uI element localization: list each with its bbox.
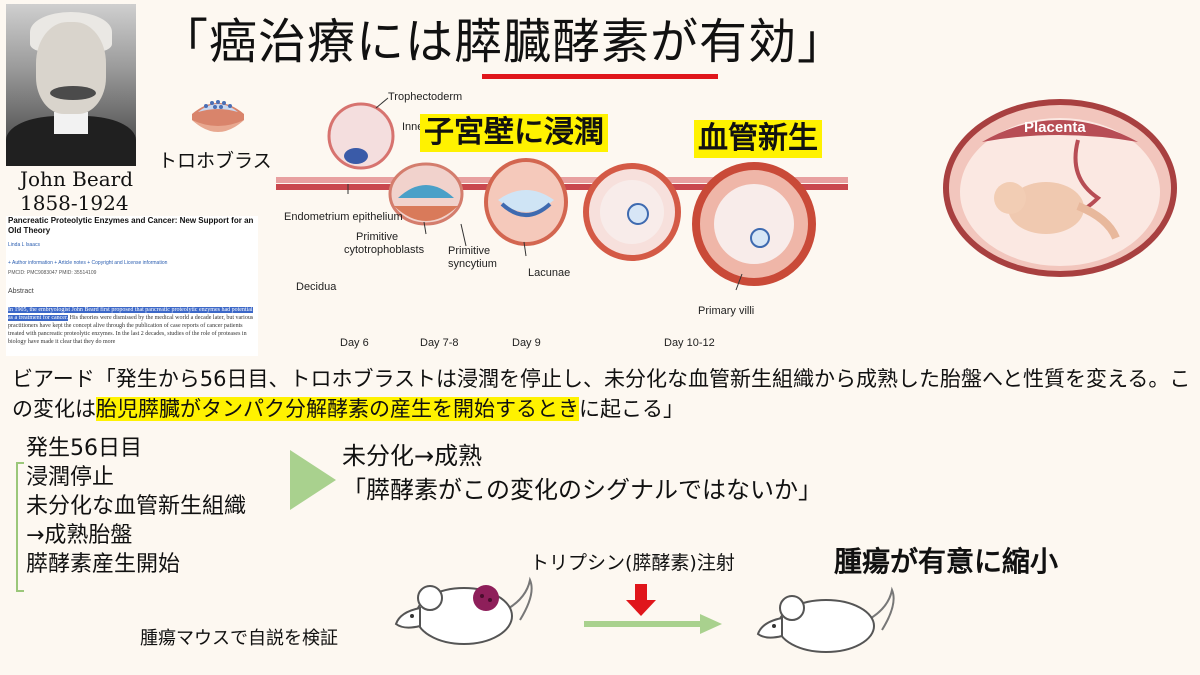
tumor-mouse-icon [394, 576, 533, 645]
green-right-arrow-icon [584, 614, 722, 634]
label-decidua: Decidua [296, 281, 337, 293]
article-ids: PMCID: PMC9083047 PMID: 35514109 [8, 270, 97, 276]
article-links[interactable]: + Author information + Article notes + C… [8, 260, 168, 266]
article-title: Pancreatic Proteolytic Enzymes and Cance… [8, 216, 254, 235]
list-heading: 発生56日目 [26, 436, 142, 461]
portrait-years: 1858-1924 [20, 191, 129, 215]
label-uterine-invasion: 子宮壁に浸潤 [420, 114, 608, 152]
placenta-label: Placenta [1024, 119, 1086, 136]
label-lacunae: Lacunae [528, 267, 570, 279]
red-down-arrow-icon [626, 584, 656, 616]
green-triangle-arrow-icon [290, 450, 336, 510]
abstract-body: In 1905, the embryologist John Beard fir… [8, 306, 258, 346]
list-item: 未分化な血管新生組織 [26, 494, 247, 519]
trophoblast-icon [192, 100, 244, 132]
quote-part2: に起こる」 [579, 397, 684, 421]
list-item: 膵酵素産生開始 [26, 552, 181, 577]
conclusion-line1: 未分化→成熟 [342, 442, 483, 470]
quote-part1: ビアード「発生から56日目、トロホブラストは浸潤を停止し、未分化な血管新生組織か… [12, 367, 1191, 421]
list-item: 浸潤停止 [26, 465, 115, 490]
conclusion-line2: 「膵酵素がこの変化のシグナルではないか」 [342, 476, 822, 504]
label-trophectoderm: Trophectoderm [388, 91, 462, 103]
day56-list: 発生56日目 浸潤停止 未分化な血管新生組織 →成熟胎盤 膵酵素産生開始 [26, 434, 246, 579]
abstract-heading: Abstract [8, 288, 34, 295]
john-beard-portrait [6, 4, 136, 166]
day-label: Day 6 [340, 337, 369, 349]
implantation-figure: Trophectoderm Inne Endometrium epitheliu… [276, 84, 848, 354]
verify-label: 腫瘍マウスで自説を検証 [140, 628, 338, 649]
article-snippet: Pancreatic Proteolytic Enzymes and Cance… [6, 216, 258, 356]
trypsin-injection-label: トリプシン(膵酵素)注射 [530, 552, 735, 574]
day-label: Day 7-8 [420, 337, 459, 349]
list-bracket [16, 462, 24, 592]
abstract-rest: His theories were dismissed by the medic… [8, 315, 254, 345]
quote-highlight: 胎児膵臓がタンパク分解酵素の産生を開始するとき [96, 397, 579, 421]
label-inner: Inne [402, 121, 423, 133]
portrait-name: John Beard [20, 167, 133, 191]
beard-quote: ビアード「発生から56日目、トロホブラストは浸潤を停止し、未分化な血管新生組織か… [12, 364, 1192, 424]
placenta-illustration: Placenta [943, 99, 1177, 277]
label-endometrium: Endometrium epithelium [284, 211, 403, 223]
slide-title: 「癌治療には膵臓酵素が有効」 [160, 14, 847, 70]
title-underline [482, 74, 718, 79]
healthy-mouse-icon [756, 586, 895, 653]
day-label: Day 10-12 [664, 337, 715, 349]
day-label: Day 9 [512, 337, 541, 349]
list-item: →成熟胎盤 [26, 523, 133, 548]
trophoblast-label: トロホブラスト [158, 150, 291, 172]
article-author[interactable]: Linda L Isaacs [8, 242, 41, 248]
tumor-shrink-result: 腫瘍が有意に縮小 [834, 545, 1059, 578]
label-angiogenesis: 血管新生 [694, 120, 822, 158]
label-primary-villi: Primary villi [698, 305, 754, 317]
